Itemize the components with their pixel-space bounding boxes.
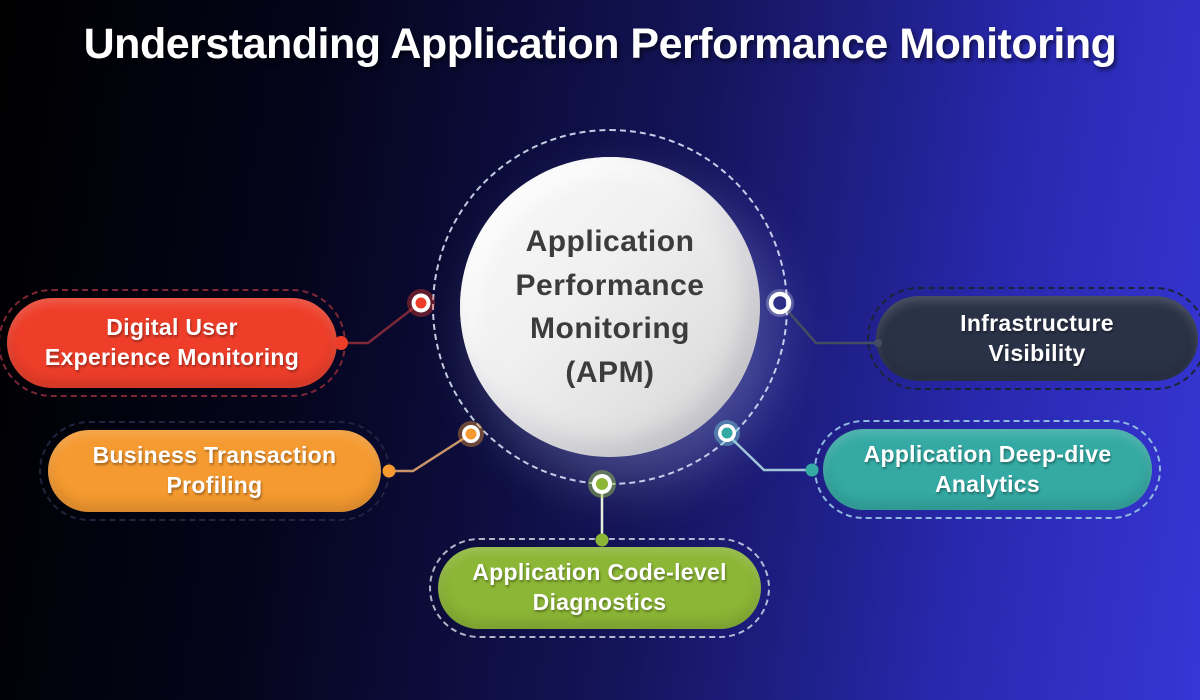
node-digital-user-experience-monitoring: Digital User Experience Monitoring (0, 289, 346, 397)
connector-business-transaction (382, 421, 484, 478)
page-title: Understanding Application Performance Mo… (83, 20, 1117, 68)
node-pill: Application Code-level Diagnostics (438, 547, 761, 629)
node-pill: Application Deep-dive Analytics (823, 429, 1152, 510)
node-pill: Business Transaction Profiling (48, 430, 381, 512)
node-label: Digital User Experience Monitoring (44, 314, 300, 370)
node-label: Infrastructure Visibility (960, 309, 1114, 366)
apm-center-node: Application Performance Monitoring (APM) (460, 157, 760, 457)
node-label: Business Transaction Profiling (92, 442, 337, 498)
node-business-transaction-profiling: Business Transaction Profiling (39, 421, 390, 521)
node-label: Application Deep-dive Analytics (863, 440, 1112, 497)
connector-digital-user-experience (334, 289, 435, 350)
node-infrastructure-visibility: Infrastructure Visibility (867, 287, 1200, 390)
node-application-code-level-diagnostics: Application Code-level Diagnostics (429, 538, 770, 638)
node-pill: Digital User Experience Monitoring (7, 298, 337, 388)
apm-center-label: Application Performance Monitoring (APM) (515, 225, 705, 389)
node-label: Application Code-level Diagnostics (472, 559, 727, 615)
node-pill: Infrastructure Visibility (876, 296, 1198, 381)
node-application-deep-dive-analytics: Application Deep-dive Analytics (814, 420, 1161, 519)
